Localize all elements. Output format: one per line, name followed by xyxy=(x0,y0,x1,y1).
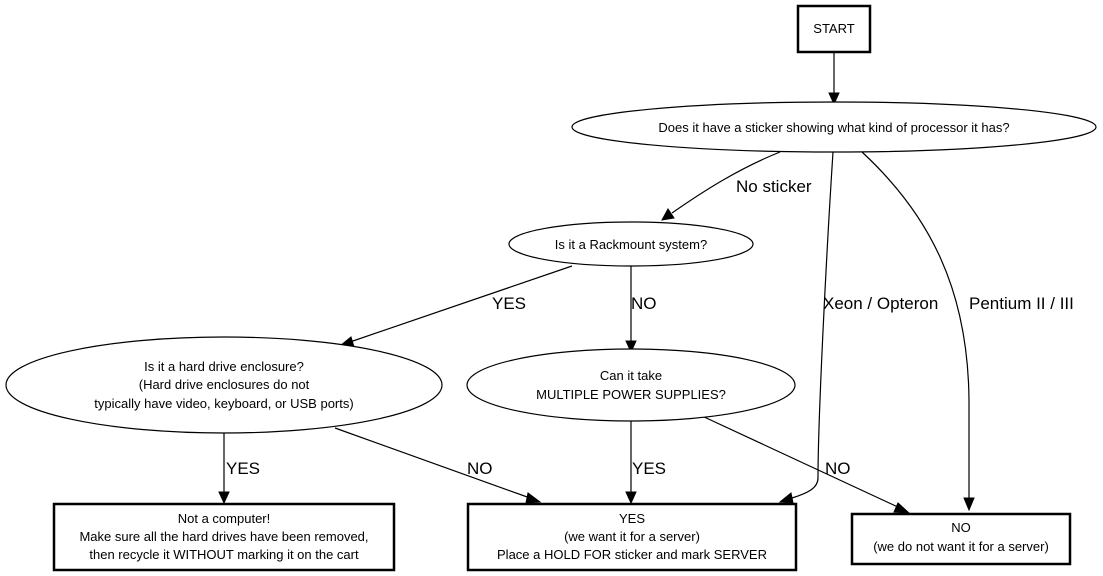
node-start-line-1: START xyxy=(813,21,854,36)
node-rackmount-line-1: Is it a Rackmount system? xyxy=(555,237,707,252)
edge-label-xeon-opteron: Xeon / Opteron xyxy=(823,294,938,313)
edge-rackmount-to-enclosure xyxy=(349,265,573,343)
node-sticker: Does it have a sticker showing what kind… xyxy=(571,101,1097,153)
edge-label-no-sticker: No sticker xyxy=(736,177,812,196)
node-enclosure-line-1: Is it a hard drive enclosure? xyxy=(144,359,304,374)
node-no-server-box xyxy=(850,512,1072,566)
arrowhead xyxy=(625,491,637,505)
node-yes-server-line-3: Place a HOLD FOR sticker and mark SERVER xyxy=(497,547,767,562)
node-sticker-ellipse xyxy=(571,101,1097,153)
edge-label-power-yes: YES xyxy=(632,459,666,478)
node-not-computer-line-1: Not a computer! xyxy=(178,511,271,526)
arrowhead xyxy=(828,92,840,106)
node-yes-server-box xyxy=(466,502,798,572)
node-not-computer-line-2: Make sure all the hard drives have been … xyxy=(79,529,368,544)
edge-sticker-to-yes xyxy=(791,151,834,499)
node-yes-server-line-2: (we want it for a server) xyxy=(564,529,700,544)
edge-label-rackmount-no: NO xyxy=(631,294,657,313)
node-not-computer: Not a computer! Make sure all the hard d… xyxy=(52,502,396,572)
arrowhead xyxy=(778,492,794,504)
node-power-ellipse xyxy=(466,348,796,422)
arrowhead xyxy=(963,497,975,512)
arrowhead xyxy=(525,492,542,504)
node-yes-server: YES (we want it for a server) Place a HO… xyxy=(466,502,798,572)
node-not-computer-line-3: then recycle it WITHOUT marking it on th… xyxy=(89,547,359,562)
node-no-server: NO (we do not want it for a server) xyxy=(850,512,1072,566)
edge-sticker-to-rackmount xyxy=(671,151,781,214)
edge-label-enclosure-yes: YES xyxy=(226,459,260,478)
node-power: Can it take MULTIPLE POWER SUPPLIES? xyxy=(466,348,796,422)
node-no-server-line-1: NO xyxy=(951,520,971,535)
edge-labels: No sticker Xeon / Opteron Pentium II / I… xyxy=(226,177,1074,478)
node-enclosure-ellipse xyxy=(5,336,443,434)
node-yes-server-line-1: YES xyxy=(619,511,645,526)
edge-label-pentium: Pentium II / III xyxy=(969,294,1074,313)
edge-label-power-no: NO xyxy=(825,459,851,478)
node-not-computer-box xyxy=(52,502,396,572)
arrowhead xyxy=(893,502,911,514)
node-enclosure: Is it a hard drive enclosure? (Hard driv… xyxy=(5,336,443,434)
node-power-line-1: Can it take xyxy=(600,368,662,383)
edge-label-enclosure-no: NO xyxy=(467,459,493,478)
arrowhead xyxy=(661,208,675,221)
edge-sticker-to-no xyxy=(861,151,970,500)
node-enclosure-line-3: typically have video, keyboard, or USB p… xyxy=(94,396,353,411)
node-power-line-2: MULTIPLE POWER SUPPLIES? xyxy=(536,387,726,402)
edge-power-to-no xyxy=(701,415,901,509)
edge-label-rackmount-yes: YES xyxy=(492,294,526,313)
node-start-box xyxy=(796,4,872,54)
node-enclosure-line-2: (Hard drive enclosures do not xyxy=(139,377,310,392)
node-sticker-line-1: Does it have a sticker showing what kind… xyxy=(658,120,1009,135)
node-rackmount: Is it a Rackmount system? xyxy=(508,221,754,267)
node-start: START xyxy=(796,4,872,54)
edges xyxy=(218,53,975,514)
arrowhead xyxy=(218,491,230,505)
node-no-server-line-2: (we do not want it for a server) xyxy=(873,539,1049,554)
arrowhead xyxy=(625,340,637,354)
node-rackmount-ellipse xyxy=(508,221,754,267)
edge-enclosure-to-yes xyxy=(334,427,531,499)
